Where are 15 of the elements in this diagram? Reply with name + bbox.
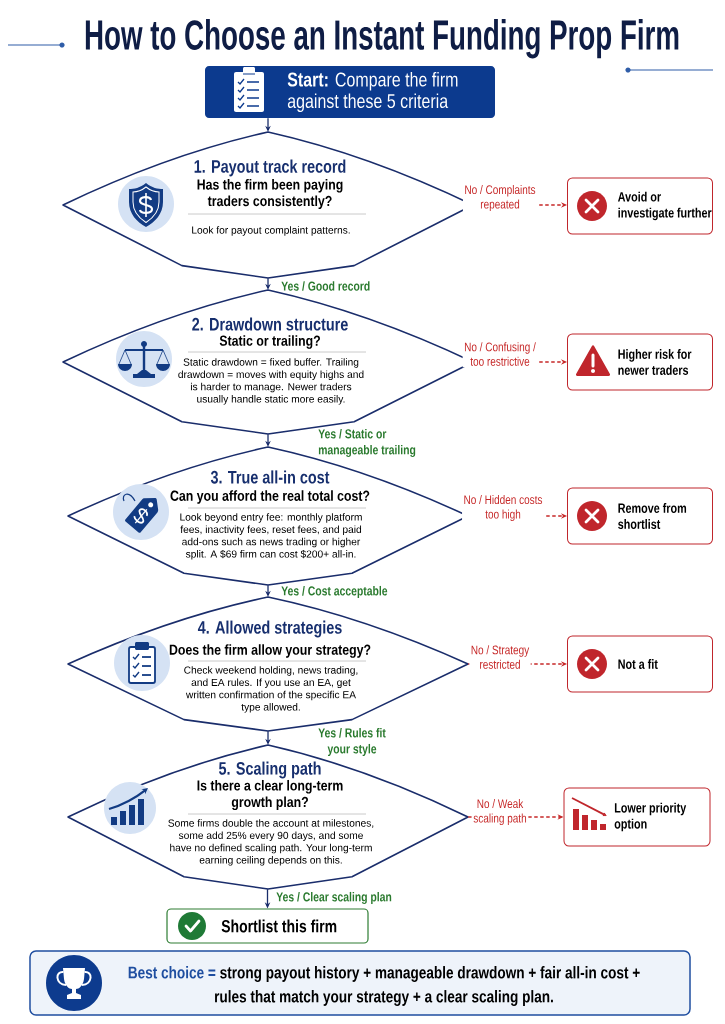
edge-label: No / Complaints repeated: [462, 183, 538, 213]
outcome-box: Lower priority option: [563, 787, 711, 847]
outcome-box: Not a fit: [567, 635, 713, 693]
title: How to Choose an Instant Funding Prop Firm: [85, 19, 679, 59]
edge-label: No / Weak scaling path: [471, 797, 529, 827]
summary-banner: Best choice = strong payout history + manageable drawdown + fair all-in cost + rules that match your strategy + a clear scaling plan.: [29, 950, 691, 1016]
edge-label: No / Confusing / too restrictive: [462, 340, 538, 368]
outcome-box: Remove from shortlist: [567, 487, 713, 545]
outcome-box: Avoid or investigate further: [567, 177, 713, 235]
start-box: Start: Compare the firm against these 5 criteria: [205, 66, 495, 118]
outcome-box: Higher risk for newer traders: [567, 333, 713, 391]
result-box: Shortlist this firm: [166, 908, 369, 944]
edge-label: Yes / Clear scaling plan: [276, 891, 392, 905]
edge-label: No / Hidden costs too high: [462, 493, 544, 523]
edge-label: No / Strategy restricted: [469, 643, 531, 671]
